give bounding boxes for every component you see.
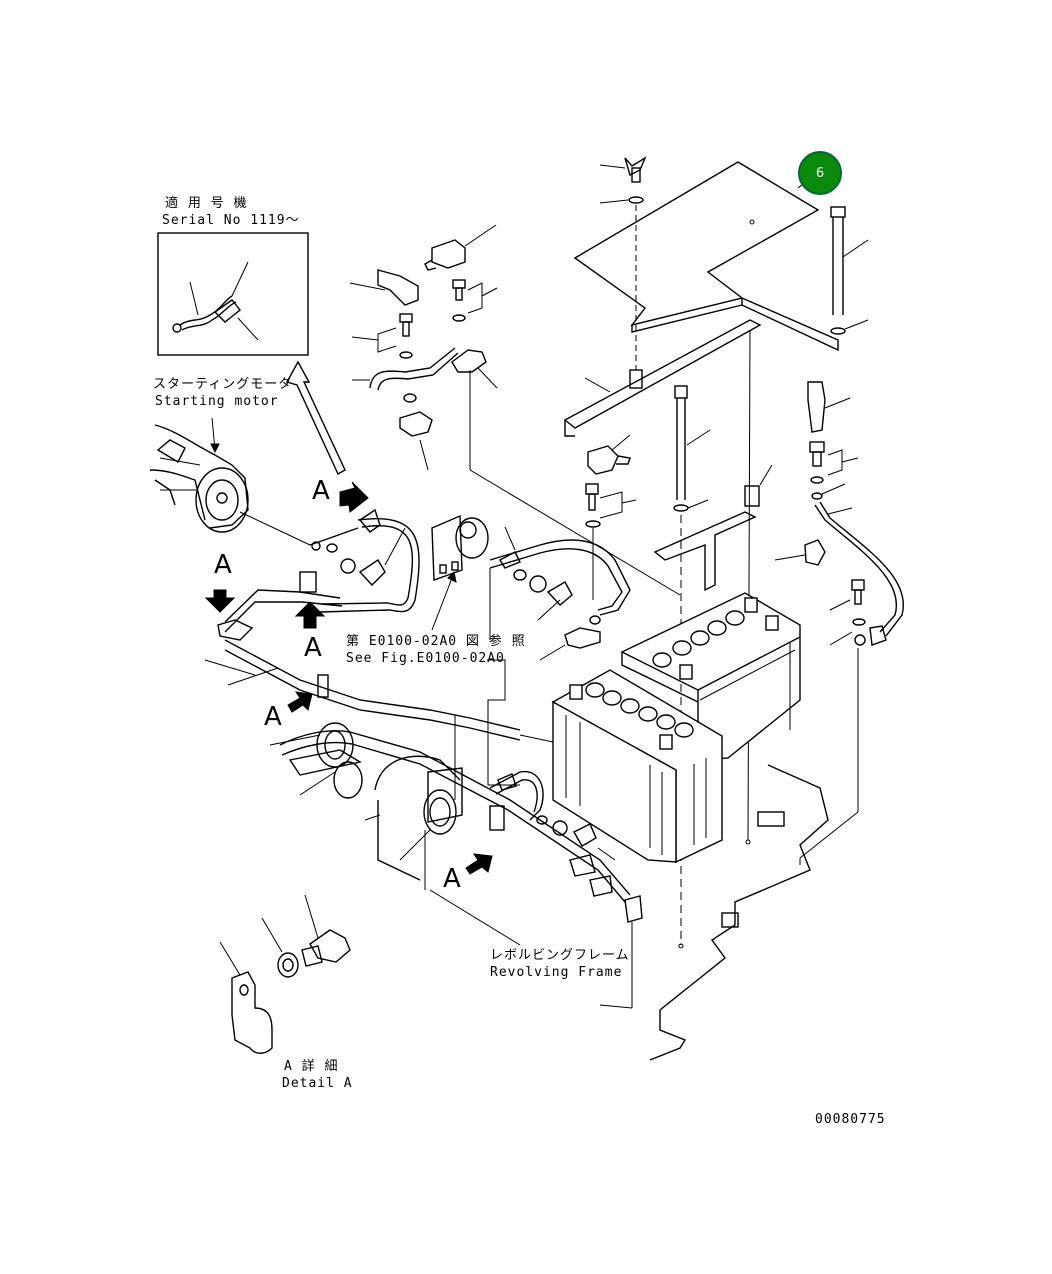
part-callout-badge[interactable]: 6	[798, 151, 842, 195]
frame-label-en: Revolving Frame	[490, 965, 623, 980]
battery-relay	[431, 514, 489, 631]
view-marker-a-4: A	[264, 702, 282, 732]
view-arrow-1	[339, 481, 369, 513]
starting-motor-label-jp: スターティングモータ	[153, 377, 293, 392]
view-arrow-5	[465, 853, 493, 875]
small-bolt-right-2	[829, 579, 866, 646]
leader-long-2	[469, 469, 681, 596]
view-marker-a-1: A	[312, 476, 330, 506]
view-marker-a-2: A	[214, 550, 232, 580]
view-marker-a-5: A	[443, 864, 461, 894]
clip-lower	[317, 674, 329, 698]
long-bolt-right	[830, 206, 869, 335]
terminal-cap-right	[807, 381, 851, 433]
serial-label-jp: 適 用 号 機	[165, 196, 248, 211]
terminal-cap-left	[349, 269, 419, 306]
see-fig-leader	[487, 659, 520, 786]
detail-a-bolt	[301, 894, 351, 967]
battery-hold-bracket	[653, 464, 773, 592]
detail-a-clip	[219, 941, 273, 1054]
frame-label-jp: レボルビングフレーム	[490, 948, 630, 963]
motor-cable	[239, 508, 420, 613]
ground-cable-right	[814, 501, 905, 812]
starting-motor	[149, 417, 249, 533]
serial-label-en: Serial No 1119～	[162, 213, 300, 228]
cable-terminal-clamp-top	[451, 349, 498, 389]
small-bolt-pair-2	[351, 313, 413, 359]
view-arrow-outline	[285, 360, 346, 475]
terminal-connector-top	[424, 224, 497, 271]
battery-front-caps	[585, 682, 694, 738]
small-bolt-pair-1	[452, 279, 498, 322]
grommet-lower	[399, 715, 463, 890]
detail-label-en: Detail A	[282, 1076, 353, 1091]
cover-bracket	[563, 319, 762, 845]
small-bolt-right	[809, 441, 859, 500]
serial-inset	[157, 232, 309, 356]
wing-bolt	[599, 156, 647, 370]
see-fig-label-jp: 第 E0100-02A0 図 参 照	[346, 634, 526, 649]
view-arrow-4	[287, 691, 313, 713]
battery-rear	[620, 592, 801, 761]
small-bolt-center	[585, 483, 637, 600]
cable-terminal-clamp-mid	[399, 411, 433, 471]
view-arrow-3	[294, 601, 326, 629]
battery-cable-long	[217, 589, 521, 741]
starting-motor-label-en: Starting motor	[155, 394, 279, 409]
cable-lower-right	[429, 770, 643, 1009]
view-arrow-2	[204, 589, 236, 613]
connector-right	[774, 539, 826, 566]
drawing-number: 00080775	[815, 1112, 886, 1127]
terminal-clamp-center	[539, 627, 601, 661]
battery-cable-top	[352, 347, 459, 403]
relay-cable	[489, 526, 631, 640]
cable-pipe-lower	[204, 659, 631, 903]
see-fig-label-en: See Fig.E0100-02A0	[346, 651, 505, 666]
connector-center	[587, 434, 631, 475]
revolving-frame	[649, 764, 859, 1061]
battery-front	[519, 669, 723, 864]
detail-label-jp: A 詳 細	[284, 1059, 339, 1074]
clip-upper	[299, 571, 317, 593]
battery-cover-plate	[573, 161, 839, 352]
battery-rear-caps	[652, 610, 745, 668]
view-marker-a-3: A	[304, 633, 322, 663]
detail-a-washer	[261, 917, 299, 978]
